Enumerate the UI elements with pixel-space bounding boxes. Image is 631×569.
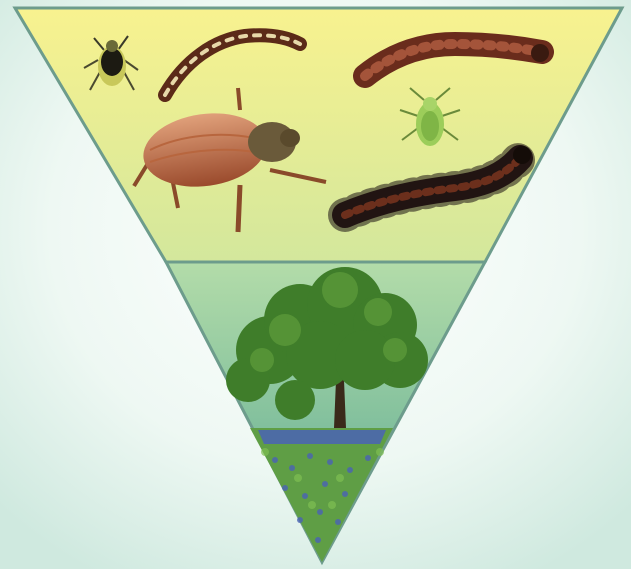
food-pyramid-diagram: [0, 0, 631, 569]
